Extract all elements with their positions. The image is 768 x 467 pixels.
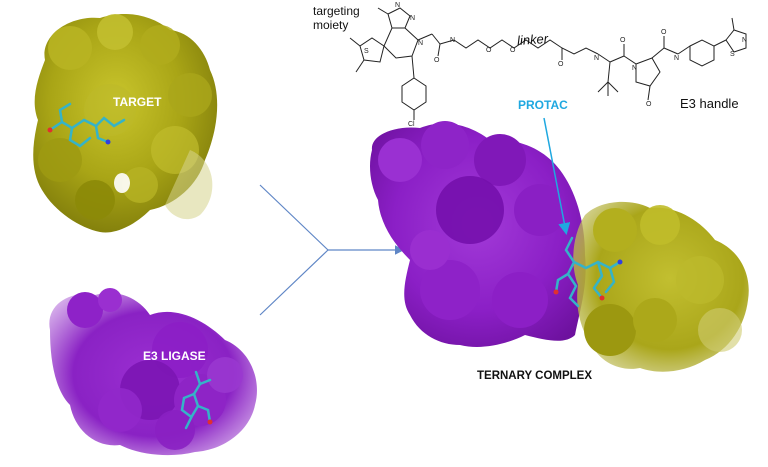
target-ligand (47, 102, 126, 148)
complex-protac-ligand (553, 236, 623, 308)
atom-o-5: O (620, 37, 626, 44)
atom-o-2: O (486, 47, 492, 54)
target-protein (33, 14, 218, 233)
atom-n-7: N (674, 55, 679, 62)
atom-n-1: N (395, 2, 400, 9)
target-label: TARGET (113, 95, 162, 109)
protac-pointer-arrow (543, 117, 571, 235)
atom-s-2: S (730, 51, 735, 58)
linker-label: linker (516, 30, 549, 49)
ternary-complex-label: TERNARY COMPLEX (477, 370, 593, 382)
atom-n-8: N (742, 37, 747, 44)
atom-o-7: O (661, 29, 667, 36)
complex-target-protein (573, 201, 749, 372)
atom-n-4: N (450, 37, 455, 44)
atom-o-6: O (646, 101, 652, 108)
protac-structure (349, 7, 747, 120)
convergence-arrows (259, 184, 405, 316)
targeting-moiety-label: targeting moiety (313, 4, 360, 32)
e3-ligand (180, 370, 213, 430)
protac-structure-atoms: N N N S Cl O N O O O N O N O O N N S (364, 2, 747, 128)
complex-e3-protein (370, 121, 586, 347)
atom-o-4: O (558, 61, 564, 68)
e3-ligase-protein (49, 288, 257, 456)
atom-n-6: N (632, 65, 637, 72)
atom-o-1: O (434, 57, 440, 64)
protac-label: PROTAC (518, 98, 568, 112)
atom-n-3: N (418, 40, 423, 47)
atom-o-3: O (510, 47, 516, 54)
atom-cl: Cl (408, 121, 415, 128)
e3-ligase-label: E3 LIGASE (143, 349, 206, 363)
e3-handle-label: E3 handle (680, 96, 739, 111)
atom-n-5: N (594, 55, 599, 62)
atom-n-2: N (410, 15, 415, 22)
atom-s-1: S (364, 48, 369, 55)
